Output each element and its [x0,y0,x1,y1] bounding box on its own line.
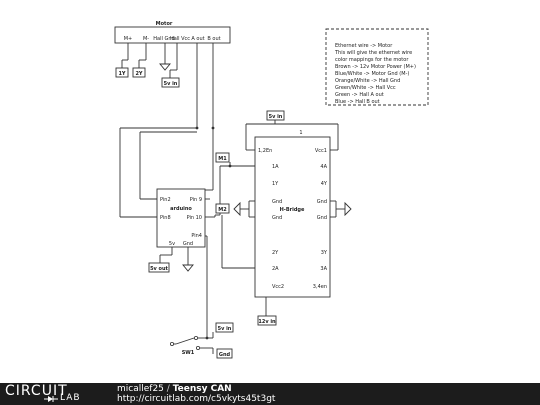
footer-bar: CIRCUIT LAB micallef25 / Teensy CAN http… [0,383,540,405]
net-label-5v-switch [215,322,234,333]
note-line: Green/White -> Hall Vcc [335,85,396,91]
switch-label: SW1 [182,350,195,356]
net-label-5v-motor [161,77,180,88]
note-line: Ethernet wire -> Motor [335,43,393,49]
net-label-5v-top-text: 5v in [269,114,283,120]
note-line: Orange/White -> Hall Gnd [335,78,400,84]
hbridge-left-pin: 1A [272,164,279,170]
circuitlab-logo-icon [44,396,58,402]
hbridge-right-pin: 4Y [321,181,328,187]
arduino-pin8: Pin8 [160,215,171,221]
net-label-5v-out-text: 5v out [150,266,168,272]
hbridge-right-pin: Vcc1 [315,148,327,154]
hbridge-right-pin: 3Y [321,250,328,256]
net-label-gnd-switch-text: Gnd [219,352,231,358]
hbridge-top-pin: 1 [299,130,302,136]
hbridge-right-pin: 3,4en [313,284,327,290]
ground-icon [182,264,194,272]
hbridge-right-pin: Gnd [317,199,327,205]
hbridge-left-pin: 1,2En [258,148,272,154]
hbridge-right-pin: Gnd [317,215,327,221]
circuit-attribution: micallef25 / Teensy CAN [117,384,232,394]
note-line: color mappings for the motor [335,57,409,63]
hbridge-left-pin: 2Y [272,250,279,256]
net-label-5v-switch-text: 5v in [218,326,232,332]
arduino-pin4: Pin4 [191,233,202,239]
arduino-component[interactable] [156,188,206,248]
arduino-gnd: Gnd [183,241,193,247]
net-label-m1 [215,152,230,163]
note-box [325,28,429,106]
net-label-m2-text: M2 [218,207,227,213]
arduino-5v: 5v [169,241,175,247]
ground-icon [159,63,171,71]
net-label-5v-motor-text: 5v in [164,81,178,87]
ground-arrow-right-icon [344,201,352,217]
hbridge-right-pin: 4A [320,164,327,170]
net-label-m2 [215,203,230,214]
net-label-5v-out [148,262,170,273]
hbridge-title: H-Bridge [280,207,305,213]
net-label-12v [257,315,277,326]
net-label-gnd-switch [216,348,233,359]
net-label-1y [115,67,129,78]
ground-arrow-left-icon [233,201,241,217]
arduino-title: arduino [170,206,192,212]
hbridge-left-pin: 1Y [272,181,279,187]
attribution-separator: / [166,384,170,394]
hbridge-left-pin: Vcc2 [272,284,284,290]
hbridge-left-pin: 2A [272,266,279,272]
motor-component[interactable] [114,26,231,44]
hbridge-left-pin: Gnd [272,215,282,221]
arduino-pin10: Pin 10 [187,215,202,221]
net-label-1y-text: 1Y [118,71,125,77]
author-name[interactable]: micallef25 [117,384,164,394]
net-label-12v-text: 12v in [258,319,276,325]
hbridge-left-pin: Gnd [272,199,282,205]
arduino-pin2: Pin2 [160,197,171,203]
motor-pin-b-out: B out [207,36,220,42]
logo-circuit-text: CIRCUIT [5,383,68,399]
net-label-2y [132,67,146,78]
logo-lab-text: LAB [60,393,81,403]
note-line: Green -> Hall A out [335,92,384,98]
note-line: This will give the ethernet wire [334,50,412,56]
schematic-canvas: Motor M+ M- Hall Gnd Hall Vcc A out B ou… [114,21,429,359]
motor-pin-a-out: A out [191,36,204,42]
note-line: Blue -> Hall B out [335,99,380,105]
motor-title: Motor [156,21,173,27]
note-line: Brown -> 12v Motor Power (M+) [335,64,416,70]
hbridge-right-pin: 3A [320,266,327,272]
circuit-url[interactable]: http://circuitlab.com/c5vkyts45t3gt [117,394,276,404]
motor-pin-mminus: M- [143,36,149,42]
motor-pin-hall-vcc: Hall Vcc [170,36,190,42]
circuit-title[interactable]: Teensy CAN [172,384,232,394]
motor-pin-hall-gnd: Hall Gnd [153,36,174,42]
arduino-pin9: Pin 9 [190,197,202,203]
note-line: Blue/White -> Motor Gnd (M-) [335,71,409,77]
net-label-m1-text: M1 [218,156,227,162]
net-label-5v-top [266,110,285,121]
net-label-2y-text: 2Y [135,71,142,77]
motor-pin-mplus: M+ [124,36,133,42]
